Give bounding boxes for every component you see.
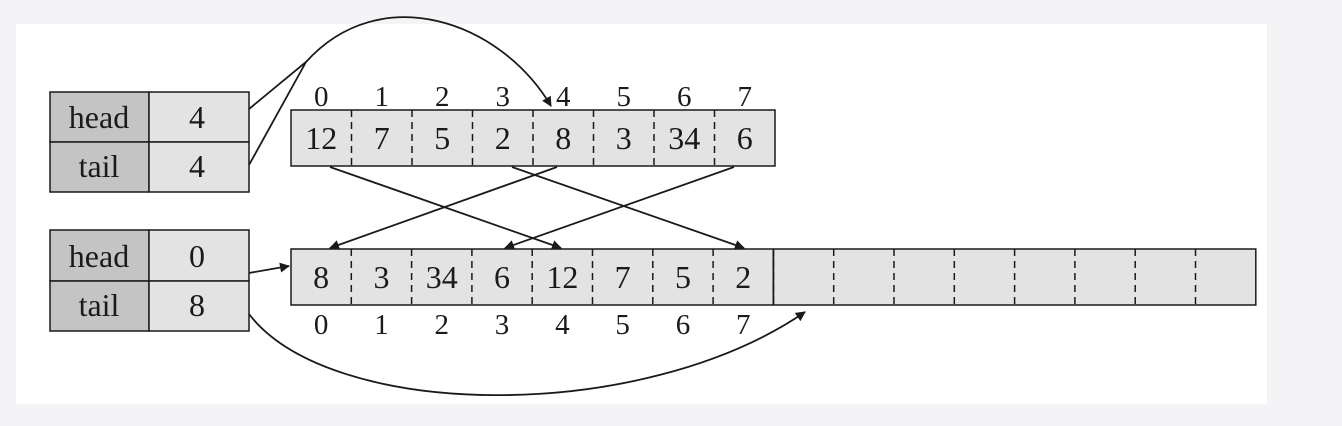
copy-arrows bbox=[329, 166, 745, 250]
new-head-pointer-arrow bbox=[248, 262, 290, 274]
new-cell-value: 3 bbox=[373, 259, 389, 295]
old-tail-pointer-line bbox=[248, 61, 307, 166]
copy-arrow-second-half-start bbox=[329, 166, 558, 250]
new-index-label: 0 bbox=[314, 309, 329, 341]
old-head-value: 4 bbox=[189, 99, 205, 135]
new-index-label: 6 bbox=[676, 309, 691, 341]
old-cell-value: 8 bbox=[555, 120, 571, 156]
old-index-label: 0 bbox=[314, 81, 329, 113]
old-queue-registers: head 4 tail 4 bbox=[49, 91, 250, 193]
old-cell-value: 3 bbox=[616, 120, 632, 156]
new-tail-label: tail bbox=[79, 287, 120, 323]
new-index-label: 2 bbox=[435, 309, 450, 341]
new-index-label: 1 bbox=[374, 309, 389, 341]
new-queue-registers: head 0 tail 8 bbox=[49, 229, 250, 332]
old-index-label: 2 bbox=[435, 81, 450, 113]
old-tail-label: tail bbox=[79, 148, 120, 184]
old-head-pointer-arrow bbox=[248, 16, 552, 110]
old-tail-value-box bbox=[148, 141, 250, 193]
old-head-label-box bbox=[49, 91, 150, 143]
old-cell-value: 6 bbox=[737, 120, 753, 156]
old-index-label: 7 bbox=[738, 81, 753, 113]
new-cell-value: 12 bbox=[546, 259, 578, 295]
new-head-label: head bbox=[69, 238, 129, 274]
old-cell-value: 34 bbox=[668, 120, 700, 156]
copy-arrow-first-half-end bbox=[511, 166, 745, 250]
new-cell-value: 5 bbox=[675, 259, 691, 295]
old-index-label: 3 bbox=[496, 81, 511, 113]
new-index-label: 3 bbox=[495, 309, 510, 341]
new-cell-value: 6 bbox=[494, 259, 510, 295]
diagram-card bbox=[16, 24, 1267, 404]
new-cell-value: 34 bbox=[426, 259, 458, 295]
old-cell-value: 2 bbox=[495, 120, 511, 156]
old-tail-value: 4 bbox=[189, 148, 205, 184]
old-tail-label-box bbox=[49, 141, 150, 193]
new-tail-value-box bbox=[148, 280, 250, 332]
old-index-label: 5 bbox=[617, 81, 632, 113]
old-index-label: 6 bbox=[677, 81, 692, 113]
old-head-label: head bbox=[69, 99, 129, 135]
old-index-label: 4 bbox=[556, 81, 571, 113]
new-tail-pointer-arrow bbox=[248, 311, 806, 397]
new-cell-value: 8 bbox=[313, 259, 329, 295]
copy-arrow-second-half-end bbox=[504, 166, 735, 250]
old-array-frame bbox=[290, 109, 776, 167]
new-head-value: 0 bbox=[189, 238, 205, 274]
new-pointer-lines bbox=[248, 262, 806, 397]
old-index-label: 1 bbox=[375, 81, 390, 113]
new-index-label: 7 bbox=[736, 309, 751, 341]
new-index-label: 4 bbox=[555, 309, 570, 341]
new-tail-value: 8 bbox=[189, 287, 205, 323]
old-cell-value: 7 bbox=[374, 120, 390, 156]
old-head-value-box bbox=[148, 91, 250, 143]
old-pointer-lines bbox=[248, 16, 552, 166]
old-cell-value: 5 bbox=[434, 120, 450, 156]
old-cell-value: 12 bbox=[305, 120, 337, 156]
new-index-label: 5 bbox=[615, 309, 630, 341]
new-cell-value: 7 bbox=[615, 259, 631, 295]
new-cell-value: 2 bbox=[735, 259, 751, 295]
